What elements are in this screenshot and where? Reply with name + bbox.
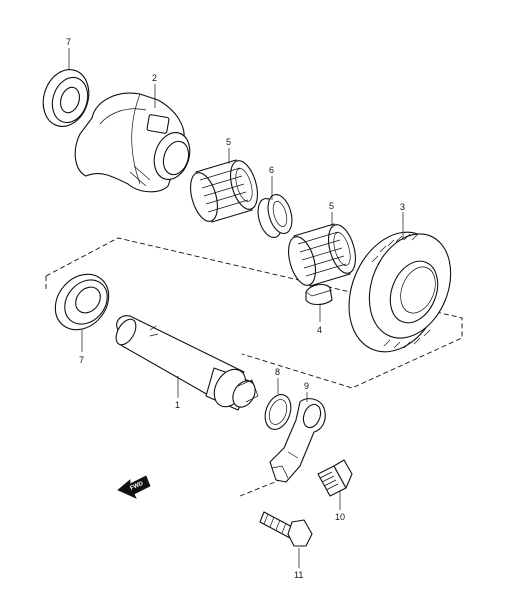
needle-bearing-right xyxy=(288,223,356,287)
washer xyxy=(264,394,292,430)
part-label-8: 8 xyxy=(275,367,280,377)
part-label-1: 1 xyxy=(175,400,180,410)
part-label-5-left: 5 xyxy=(226,137,231,147)
leader-lines xyxy=(68,48,404,568)
bolt-large xyxy=(259,511,313,547)
kick-drive-housing xyxy=(74,92,191,193)
part-label-5-right: 5 xyxy=(329,201,334,211)
part-label-6: 6 xyxy=(269,165,274,175)
oil-seal-upper xyxy=(42,69,90,127)
part-label-7-lower: 7 xyxy=(79,355,84,365)
spacer-collar xyxy=(257,193,293,239)
oil-seal-lower xyxy=(54,273,110,331)
assembly-boundary xyxy=(45,237,463,497)
part-label-3: 3 xyxy=(400,202,405,212)
part-label-2: 2 xyxy=(152,73,157,83)
part-label-9: 9 xyxy=(304,381,309,391)
direction-arrow-label: FWD xyxy=(129,481,145,492)
ratchet-lever xyxy=(269,398,326,483)
part-label-10: 10 xyxy=(335,512,345,522)
forward-direction-arrow: FWD xyxy=(117,475,151,499)
part-labels: 7 2 5 6 5 3 4 7 1 8 9 10 11 xyxy=(66,37,405,580)
part-label-4: 4 xyxy=(317,325,322,335)
bolt-small xyxy=(317,459,353,497)
part-label-11: 11 xyxy=(294,570,303,580)
woodruff-key xyxy=(305,283,333,306)
needle-bearing-left xyxy=(190,159,258,223)
kick-shaft xyxy=(115,315,259,411)
drive-gear xyxy=(348,231,452,353)
part-label-7-upper: 7 xyxy=(66,37,71,47)
